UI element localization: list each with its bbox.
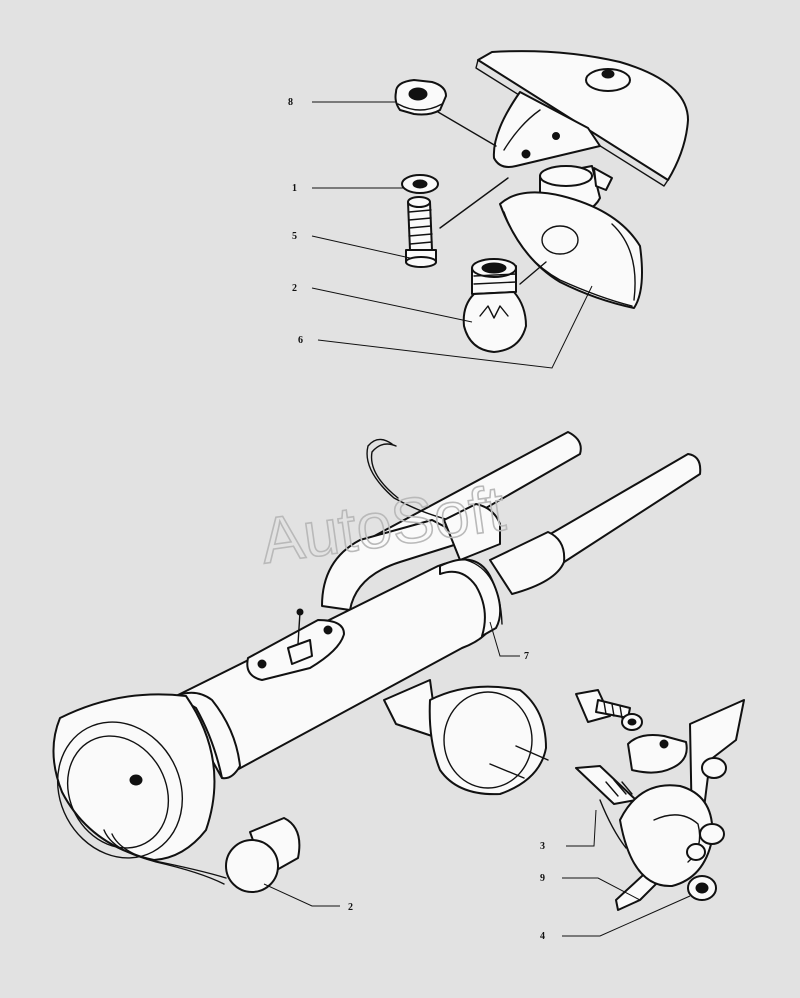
inspection-lamp-assembly (52, 431, 702, 893)
collar (175, 691, 241, 780)
bulb-2-bottom (225, 817, 301, 893)
lamp-diffuser (499, 191, 643, 309)
cover-plate-edge (475, 59, 669, 187)
guide-line-top-2 (439, 177, 509, 229)
toggle-switch-icon (287, 639, 313, 665)
guide-line-top-3 (519, 261, 547, 285)
callout-8: 8 (288, 97, 293, 108)
callout-1: 1 (292, 183, 297, 194)
callout-2-top: 2 (292, 283, 297, 294)
wire-hook (366, 438, 471, 525)
clamp (627, 734, 688, 774)
hub (619, 784, 714, 888)
callout-labels: 8 1 5 2 6 7 2 3 9 4 (288, 97, 545, 942)
callout-5: 5 (292, 231, 297, 242)
callout-2-bottom: 2 (348, 902, 353, 913)
bolt-3 (575, 765, 637, 805)
clamp-ring-7 (439, 558, 502, 637)
cover-boss (585, 68, 631, 92)
reflector-mouth (56, 721, 184, 859)
screw-5 (405, 196, 437, 268)
callout-4: 4 (540, 931, 545, 942)
nut-8 (394, 79, 447, 116)
washer-1 (401, 174, 439, 194)
lamp-cover-assembly (394, 50, 689, 353)
callout-9: 9 (540, 873, 545, 884)
nut-4 (687, 875, 717, 901)
callout-6: 6 (298, 335, 303, 346)
callout-7: 7 (524, 651, 529, 662)
top-clip (443, 503, 501, 561)
leader-lines (263, 101, 691, 937)
guide-line-top-1 (437, 111, 497, 147)
bracket-assembly (575, 689, 745, 911)
cover-plate (477, 50, 689, 181)
bulb-2-top (462, 258, 527, 353)
cover-boss-hole (601, 69, 615, 79)
rear-rod (539, 453, 702, 567)
callout-3: 3 (540, 841, 545, 852)
cover-bracket (492, 91, 601, 168)
power-plug (383, 679, 549, 796)
inner-sleeve (489, 531, 566, 595)
